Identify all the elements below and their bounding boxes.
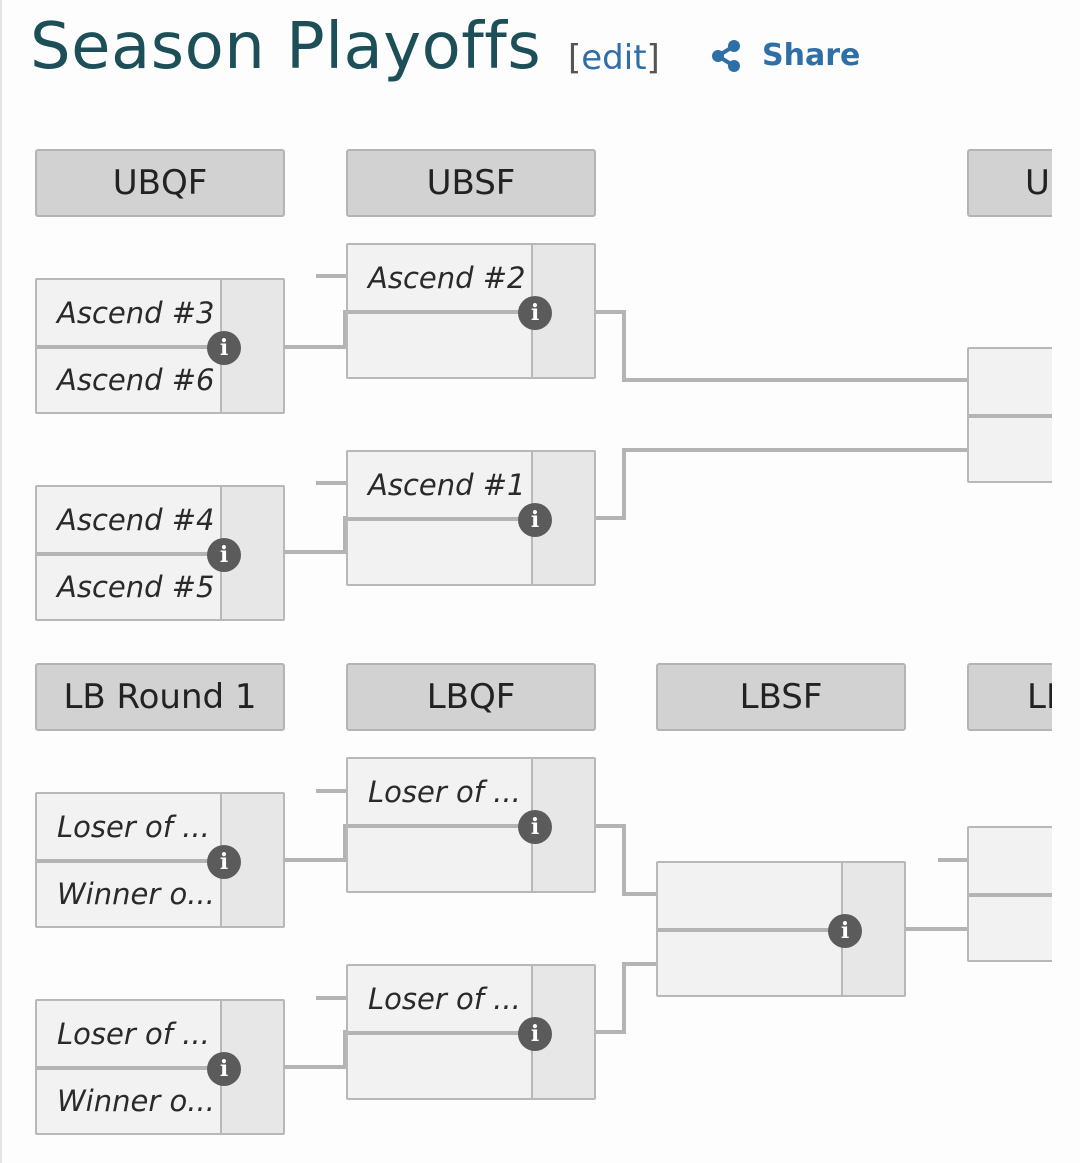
connector: [596, 310, 626, 314]
team-slot[interactable]: Ascend #3: [57, 295, 215, 330]
team-slot[interactable]: Loser of ...: [368, 981, 521, 1016]
team-slot[interactable]: Winner o...: [57, 1083, 215, 1118]
connector: [596, 1030, 626, 1034]
info-icon[interactable]: i: [518, 296, 552, 330]
team-slot[interactable]: Loser of ...: [57, 809, 210, 844]
match-divider: [348, 824, 594, 828]
connector: [316, 481, 346, 485]
team-slot[interactable]: Ascend #5: [57, 569, 215, 604]
info-icon[interactable]: i: [207, 1052, 241, 1086]
edit-bracket-close: ]: [646, 38, 660, 78]
team-slot[interactable]: [969, 828, 1052, 893]
info-icon[interactable]: i: [207, 845, 241, 879]
match-ubqf-2[interactable]: Ascend #4 Ascend #5 i: [35, 485, 285, 621]
team-slot[interactable]: Loser of ...: [57, 1016, 210, 1051]
team-slot[interactable]: [658, 863, 845, 928]
page-left-border: [0, 0, 2, 1163]
connector: [285, 345, 347, 349]
info-icon[interactable]: i: [518, 810, 552, 844]
match-divider: [37, 859, 283, 863]
match-divider: [37, 1066, 283, 1070]
match-divider: [969, 893, 1052, 897]
info-icon[interactable]: i: [518, 503, 552, 537]
team-slot[interactable]: Ascend #2: [368, 260, 526, 295]
connector: [622, 448, 626, 520]
info-icon[interactable]: i: [518, 1017, 552, 1051]
team-slot[interactable]: Winner o...: [57, 876, 215, 911]
connector: [343, 310, 347, 349]
connector: [906, 927, 968, 931]
connector: [596, 824, 626, 828]
bracket: UBQF UBSF U Ascend #3 Ascend #6 i Ascend…: [35, 149, 1052, 1135]
page-title: Season Playoffs: [30, 10, 542, 84]
team-slot[interactable]: [969, 349, 1052, 414]
header-lb-round-1: LB Round 1: [35, 663, 285, 731]
connector: [622, 448, 968, 452]
connector: [316, 996, 346, 1000]
connector: [622, 824, 626, 896]
info-icon[interactable]: i: [828, 914, 862, 948]
team-slot[interactable]: [348, 826, 535, 891]
team-slot[interactable]: [348, 519, 535, 584]
connector: [343, 824, 347, 862]
match-divider: [348, 310, 594, 314]
match-divider: [348, 1031, 594, 1035]
match-lbqf-1[interactable]: Loser of ... i: [346, 757, 596, 893]
connector: [622, 962, 626, 1034]
team-slot[interactable]: [348, 312, 535, 377]
connector: [316, 274, 346, 278]
match-upper-final[interactable]: [967, 347, 1052, 483]
match-divider: [969, 414, 1052, 418]
match-lower-next[interactable]: [967, 826, 1052, 962]
edit-bracket-open: [: [568, 38, 582, 78]
team-slot[interactable]: Loser of ...: [368, 774, 521, 809]
match-divider: [348, 517, 594, 521]
team-slot[interactable]: [969, 895, 1052, 960]
connector: [596, 516, 626, 520]
header-ubqf: UBQF: [35, 149, 285, 217]
header-lbqf: LBQF: [346, 663, 596, 731]
match-lbqf-2[interactable]: Loser of ... i: [346, 964, 596, 1100]
info-icon[interactable]: i: [207, 331, 241, 365]
connector: [938, 858, 968, 862]
header-upper-final: U: [967, 149, 1052, 217]
connector: [285, 550, 347, 554]
connector: [285, 858, 347, 862]
share-icon: [712, 40, 740, 72]
match-lbsf[interactable]: i: [656, 861, 906, 997]
match-divider: [37, 345, 283, 349]
edit-link[interactable]: edit: [581, 38, 647, 78]
team-slot[interactable]: [348, 1033, 535, 1098]
header-lower-next: LI: [967, 663, 1052, 731]
match-divider: [658, 928, 904, 932]
team-slot[interactable]: [658, 930, 845, 995]
connector: [285, 1065, 347, 1069]
match-divider: [37, 552, 283, 556]
match-lb-r1-2[interactable]: Loser of ... Winner o... i: [35, 999, 285, 1135]
match-lb-r1-1[interactable]: Loser of ... Winner o... i: [35, 792, 285, 928]
match-ubqf-1[interactable]: Ascend #3 Ascend #6 i: [35, 278, 285, 414]
connector: [622, 378, 968, 382]
match-ubsf-2[interactable]: Ascend #1 i: [346, 450, 596, 586]
team-slot[interactable]: [969, 416, 1052, 481]
edit-section: [edit]: [568, 33, 660, 83]
info-icon[interactable]: i: [207, 538, 241, 572]
match-ubsf-1[interactable]: Ascend #2 i: [346, 243, 596, 379]
header-ubsf: UBSF: [346, 149, 596, 217]
share-button[interactable]: Share: [710, 34, 860, 78]
header-lbsf: LBSF: [656, 663, 906, 731]
team-slot[interactable]: Ascend #1: [368, 467, 526, 502]
connector: [343, 1030, 347, 1069]
connector: [343, 516, 347, 554]
team-slot[interactable]: Ascend #6: [57, 362, 215, 397]
connector: [316, 789, 346, 793]
connector: [622, 962, 658, 966]
share-label: Share: [762, 38, 861, 73]
connector: [622, 892, 658, 896]
team-slot[interactable]: Ascend #4: [57, 502, 215, 537]
connector: [622, 310, 626, 382]
